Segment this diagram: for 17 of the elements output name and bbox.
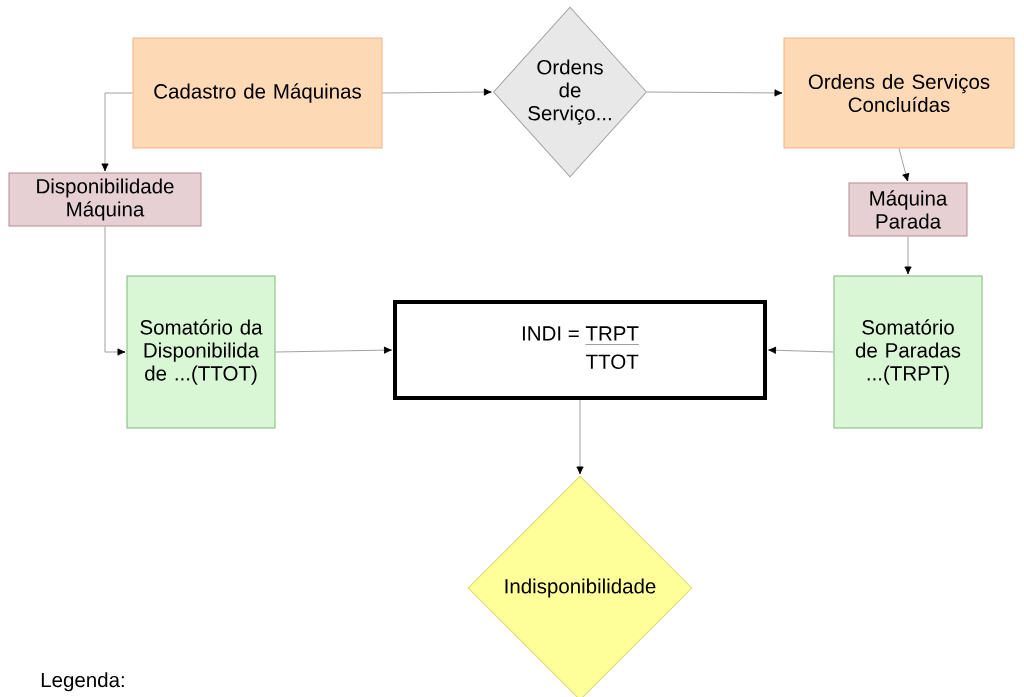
- arrow: [104, 226, 126, 356]
- process-box: Cadastro de Máquinas: [132, 37, 383, 149]
- arrow: [646, 89, 783, 97]
- process-box: Somatório de Paradas ...(TRPT): [833, 275, 983, 429]
- arrow: [576, 399, 584, 475]
- arrow: [382, 88, 492, 96]
- arrow: [768, 346, 834, 354]
- legend-heading: Legenda:: [41, 672, 124, 692]
- arrow: [904, 236, 912, 275]
- formula-box: INDI = TRPT TTOT: [393, 300, 767, 400]
- process-box: Somatório da Disponibilida de ...(TTOT): [126, 275, 276, 429]
- arrow: [275, 346, 392, 354]
- arrow: [898, 148, 910, 182]
- arrow: [101, 92, 133, 172]
- data-box: Disponibilidade Máquina: [8, 172, 202, 227]
- data-box: Máquina Parada: [848, 182, 968, 237]
- process-box: Ordens de Serviços Concluídas: [783, 37, 1015, 149]
